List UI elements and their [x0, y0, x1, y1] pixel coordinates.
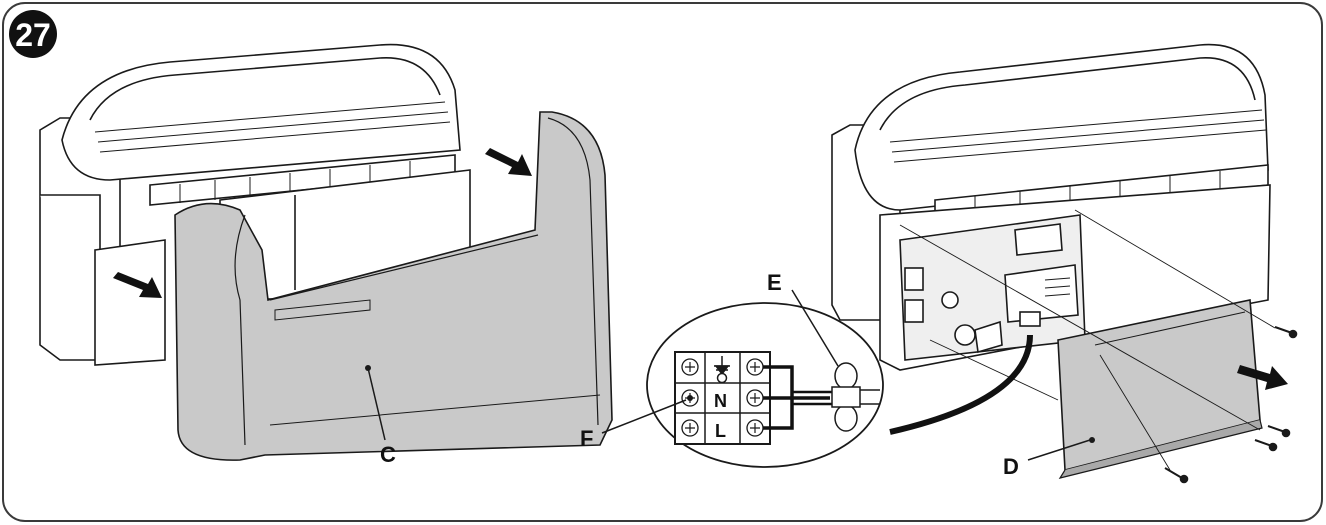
- leader-line-C: [367, 367, 386, 441]
- figure-number: 27: [15, 17, 51, 53]
- earth-symbol-icon: [714, 356, 730, 384]
- left-unit-illustration: [39, 43, 613, 461]
- leader-line-D: [1027, 439, 1091, 461]
- terminal-label-N: N: [714, 391, 727, 411]
- removal-arrow-left: [113, 272, 162, 298]
- power-cable: [889, 334, 1033, 435]
- leader-line-F: [601, 399, 687, 434]
- terminal-label-L: L: [715, 421, 726, 441]
- figure-number-badge: 27: [9, 10, 57, 58]
- label-E: E: [767, 270, 782, 295]
- right-unit-illustration: [831, 43, 1298, 484]
- terminal-block-zoom: N L: [646, 302, 884, 468]
- cable-clamp-E: [831, 362, 880, 432]
- front-cover-C: [174, 111, 613, 461]
- removal-arrow-right: [1237, 365, 1288, 390]
- removal-arrow-top: [485, 148, 532, 176]
- label-C: C: [380, 442, 396, 467]
- leader-line-E: [791, 289, 839, 367]
- label-D: D: [1003, 454, 1019, 479]
- label-F: F: [580, 426, 593, 451]
